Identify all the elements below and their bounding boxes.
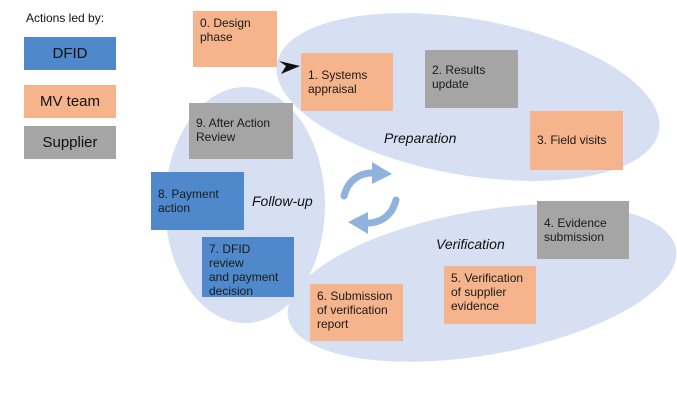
legend-title: Actions led by:	[26, 11, 105, 25]
cycle-arrowheads	[348, 162, 392, 234]
step-8-box: 8. Payment action	[151, 172, 244, 230]
legend-item-mv-team: MV team	[24, 85, 116, 118]
phase-label-verification: Verification	[436, 236, 505, 252]
legend-item-dfid: DFID	[24, 37, 116, 70]
phase-label-follow-up: Follow-up	[252, 193, 313, 209]
step-3-box: 3. Field visits	[530, 111, 623, 170]
step-2-box: 2. Results update	[425, 50, 518, 108]
step-1-box: 1. Systems appraisal	[301, 53, 393, 111]
step-9-label: 9. After Action Review	[196, 116, 271, 144]
phase-label-preparation: Preparation	[384, 130, 457, 146]
step-6-label: 6. Submission of verification report	[317, 289, 393, 331]
pointer-arrow-icon	[279, 61, 300, 74]
step-9-box: 9. After Action Review	[189, 103, 293, 159]
step-8-label: 8. Payment action	[158, 187, 219, 215]
step-0-label: 0. Design phase	[200, 16, 251, 44]
step-1-label: 1. Systems appraisal	[308, 68, 368, 96]
step-0-box: 0. Design phase	[193, 11, 277, 67]
legend-item-supplier: Supplier	[24, 126, 116, 159]
cycle-arrows-icon	[340, 169, 400, 227]
step-5-label: 5. Verification of supplier evidence	[451, 271, 524, 313]
step-7-box: 7. DFID review and payment decision	[202, 237, 294, 298]
step-6-box: 6. Submission of verification report	[310, 284, 403, 341]
step-7-label: 7. DFID review and payment decision	[209, 242, 279, 298]
step-4-box: 4. Evidence submission	[537, 201, 629, 259]
step-5-box: 5. Verification of supplier evidence	[444, 266, 536, 324]
step-2-label: 2. Results update	[432, 63, 486, 91]
step-3-label: 3. Field visits	[537, 133, 607, 147]
step-4-label: 4. Evidence submission	[544, 216, 607, 244]
